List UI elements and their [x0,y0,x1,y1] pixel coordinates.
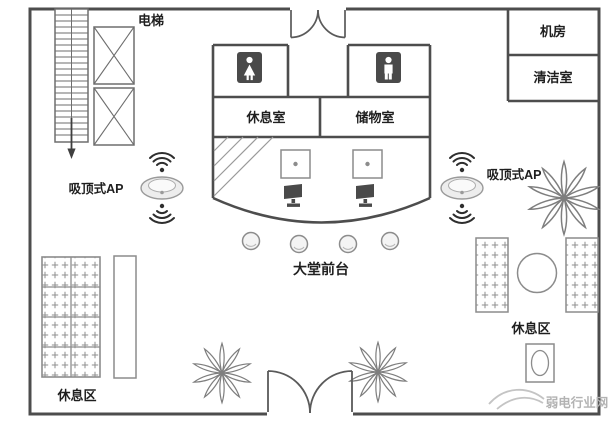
front-desk-label: 大堂前台 [293,261,349,277]
reception-chairs [241,231,400,254]
center-rooms-walls [211,43,432,198]
watermark-swoosh-icon [488,388,545,410]
chair-shade [384,243,396,247]
ceiling-ap-right [440,152,484,224]
rest-area-left [41,255,137,379]
lounge-room-label: 休息室 [245,110,285,125]
sofa-dividers [42,257,100,377]
chair-icon [241,231,261,251]
elevator-shaft-icon [93,87,135,146]
sofa-icon [565,237,599,313]
sofa-icon [475,237,509,313]
rest-area-left-label: 休息区 [56,388,96,403]
ceiling-ap-left [140,152,184,224]
wc-female-icon [237,52,262,83]
entrance-opening [267,410,353,418]
round-table-icon [516,252,558,294]
side-table-icon [113,255,137,379]
chair-icon [380,231,400,251]
front-desk-counter [212,196,431,224]
storage-room-label: 储物室 [354,110,394,125]
chair-shade [342,246,354,250]
monitor-icon [356,184,374,207]
cleaning-room-label: 清洁室 [533,70,572,85]
chair-shade [245,243,257,247]
side-stand-icon [525,343,555,383]
ap-label-left: 吸顶式AP [69,181,124,196]
ap-label-right: 吸顶式AP [487,167,542,182]
machine-room-label: 机房 [540,24,566,39]
stairs-icon [54,8,89,143]
reception-desk [280,149,383,179]
entrance-door-swing-icon [267,370,353,414]
ceiling-ap-icon [440,176,484,200]
chair-shade [293,246,305,250]
monitor-icon [284,184,302,207]
top-door-swing-icon [290,9,346,39]
wc-male-icon [376,52,401,83]
chair-icon [289,234,309,254]
watermark: 弱电行业网 [488,388,609,410]
desk-corner-hatch [213,136,274,197]
elevator-label: 电梯 [138,13,164,28]
rest-area-right [475,237,599,383]
watermark-text: 弱电行业网 [546,395,609,410]
elevator-shaft-icon [93,26,135,85]
chair-icon [338,234,358,254]
ceiling-ap-icon [140,176,184,200]
top-door-opening [290,5,346,13]
utility-rooms-walls [506,9,599,103]
rest-area-right-label: 休息区 [510,321,550,336]
stairs-down-arrow-icon [67,118,76,159]
